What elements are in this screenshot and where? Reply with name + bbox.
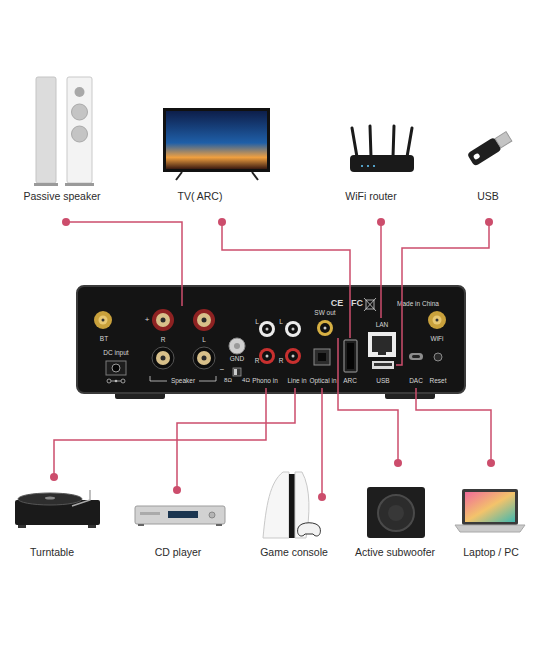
connector-dot bbox=[377, 218, 385, 226]
port-label: LAN bbox=[360, 321, 404, 329]
device-node: Turntable bbox=[5, 477, 105, 562]
port-node: ARC bbox=[341, 338, 360, 388]
panel-marking: L bbox=[237, 318, 277, 326]
connector-dot bbox=[173, 486, 181, 494]
port-label: USB bbox=[361, 377, 405, 385]
panel-marking: GND bbox=[217, 355, 257, 363]
connector-line bbox=[321, 388, 323, 497]
device-label: Game console bbox=[239, 546, 349, 559]
port-node: Speaker bbox=[148, 306, 220, 388]
connector-line bbox=[396, 222, 489, 365]
port-node: Optical in bbox=[311, 345, 335, 388]
tv-icon bbox=[163, 108, 270, 180]
device-label: CD player bbox=[123, 546, 233, 559]
speaker-icon bbox=[34, 77, 94, 186]
panel-marking: BT bbox=[84, 335, 124, 343]
connector-line bbox=[66, 222, 182, 306]
turntable-icon bbox=[15, 490, 100, 528]
panel-marking: R bbox=[237, 357, 277, 365]
connector-line bbox=[338, 338, 398, 463]
connector-dot bbox=[318, 493, 326, 501]
connector-dot bbox=[62, 218, 70, 226]
device-label: WiFi router bbox=[316, 190, 426, 203]
usb-stick-icon bbox=[467, 130, 513, 167]
device-label: USB bbox=[433, 190, 542, 203]
panel-marking: FC bbox=[337, 298, 377, 309]
connector-line bbox=[177, 388, 295, 490]
amplifier-body bbox=[77, 286, 465, 399]
panel-marking: L bbox=[184, 336, 224, 344]
connector-dot bbox=[485, 218, 493, 226]
panel-marking: − bbox=[202, 365, 242, 375]
device-node: CD player bbox=[125, 490, 235, 562]
port-node: Line in bbox=[281, 316, 308, 388]
amplifier-panel: Made in ChinaSW outLANSpeakerPhono inLin… bbox=[77, 286, 465, 393]
connector-line bbox=[54, 388, 266, 477]
device-node: USB bbox=[445, 115, 535, 222]
panel-marking: 4Ω bbox=[226, 377, 266, 384]
device-node: Passive speaker bbox=[10, 70, 114, 222]
device-label: Turntable bbox=[0, 546, 107, 559]
connector-dot bbox=[218, 218, 226, 226]
port-node: LAN bbox=[366, 318, 398, 358]
device-label: Laptop / PC bbox=[436, 546, 542, 559]
panel-marking: R bbox=[143, 336, 183, 344]
device-label: Active subwoofer bbox=[340, 546, 450, 559]
device-node: Active subwoofer bbox=[355, 463, 440, 563]
device-node: TV( ARC) bbox=[150, 100, 290, 222]
panel-marking: + bbox=[127, 315, 167, 325]
panel-marking: 8Ω bbox=[208, 377, 248, 384]
cd-player-icon bbox=[135, 506, 225, 526]
port-node: Phono in bbox=[254, 316, 280, 388]
subwoofer-icon bbox=[367, 487, 425, 538]
connector-dot bbox=[50, 473, 58, 481]
connector-line bbox=[416, 388, 491, 463]
panel-marking: R bbox=[261, 357, 301, 365]
connector-line bbox=[380, 222, 382, 318]
device-node: Game console bbox=[252, 462, 322, 562]
port-label: SW out bbox=[303, 309, 347, 317]
port-node: USB bbox=[370, 359, 396, 388]
router-icon bbox=[350, 126, 414, 172]
port-label: Made in China bbox=[383, 300, 453, 308]
device-node: WiFi router bbox=[330, 110, 435, 222]
connector-dot bbox=[394, 459, 402, 467]
port-label: Speaker bbox=[161, 377, 205, 385]
device-label: Passive speaker bbox=[7, 190, 117, 203]
laptop-icon bbox=[455, 489, 525, 532]
panel-marking: WiFi bbox=[417, 335, 457, 343]
connector-line bbox=[222, 222, 350, 338]
device-label: TV( ARC) bbox=[145, 190, 255, 203]
panel-marking: L bbox=[261, 318, 301, 326]
panel-marking: Reset bbox=[418, 377, 458, 385]
connector-dot bbox=[487, 459, 495, 467]
panel-marking: DC input bbox=[96, 349, 136, 357]
port-node: DAC bbox=[408, 352, 424, 388]
port-label: Optical in bbox=[301, 377, 345, 385]
game-console-icon bbox=[263, 472, 320, 538]
port-node: SW out bbox=[310, 306, 340, 338]
device-node: Laptop / PC bbox=[450, 463, 535, 563]
port-label: ARC bbox=[328, 377, 372, 385]
